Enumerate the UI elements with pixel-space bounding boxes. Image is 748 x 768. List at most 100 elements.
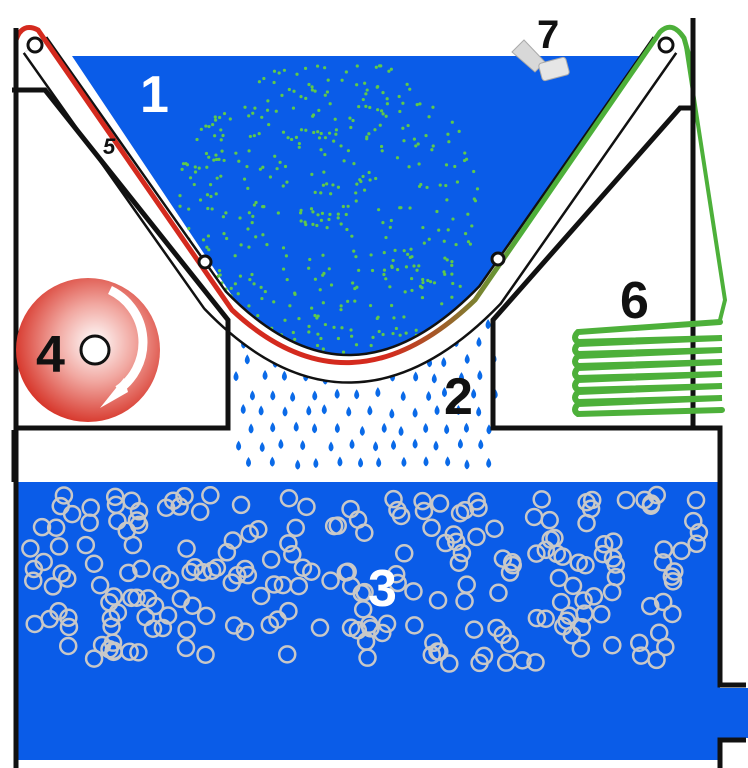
particle (382, 268, 387, 272)
bubble (574, 591, 593, 610)
particle (250, 272, 254, 277)
bubble (43, 577, 63, 596)
bubble (120, 642, 139, 661)
particle (224, 211, 228, 215)
bubble (386, 565, 406, 584)
particle (431, 105, 435, 109)
particle (290, 137, 294, 142)
bubble (641, 596, 660, 616)
bubble (80, 513, 99, 532)
particle (307, 82, 311, 87)
particle (294, 135, 299, 140)
particle (205, 165, 209, 169)
water-drop (476, 336, 482, 347)
particle (322, 170, 326, 174)
coil-tube (572, 319, 725, 418)
particle (192, 182, 196, 187)
bubble (493, 549, 513, 568)
particle (444, 183, 448, 188)
bubble (592, 604, 611, 624)
particle (204, 124, 208, 128)
particle (313, 89, 317, 93)
particle (252, 282, 256, 286)
particle (341, 350, 346, 354)
filter-belt (13, 24, 696, 400)
particle (299, 208, 303, 212)
particle (263, 289, 267, 294)
particle (247, 211, 251, 215)
bubble (603, 636, 622, 655)
particle (422, 241, 426, 245)
particle (198, 198, 203, 202)
particle (219, 174, 223, 178)
water-drop (485, 319, 491, 330)
particle (312, 130, 316, 135)
particle (313, 190, 317, 195)
particle (339, 308, 343, 312)
bubble (470, 653, 489, 673)
particle (307, 324, 311, 328)
particle (221, 215, 225, 219)
bubble (177, 539, 196, 558)
bubble (663, 572, 683, 591)
particle (213, 134, 217, 138)
label-5: 5 (103, 134, 116, 159)
particle (369, 253, 373, 257)
particle (340, 78, 344, 82)
bubble (46, 518, 66, 538)
water-drop (300, 440, 306, 451)
particle (364, 92, 368, 96)
particle (336, 212, 340, 216)
particle (357, 104, 361, 109)
particle (378, 123, 382, 127)
particle (414, 144, 418, 148)
particle (390, 264, 394, 268)
particle (218, 115, 222, 120)
particle (450, 272, 454, 276)
particle (207, 124, 211, 129)
water-drop (486, 424, 492, 435)
water-drop (321, 404, 327, 415)
particle (323, 93, 327, 97)
particle (212, 158, 216, 162)
water-drop (359, 425, 365, 436)
particle (206, 234, 211, 238)
belt-return-green (683, 39, 728, 321)
water-drop (346, 406, 352, 417)
particle (246, 186, 250, 190)
water-drop (328, 441, 334, 452)
bubble (355, 523, 374, 543)
particle (210, 207, 214, 211)
particle (257, 132, 261, 136)
water-drop (486, 457, 492, 468)
particle (234, 151, 238, 155)
particle (286, 136, 290, 140)
particle (261, 165, 265, 169)
bubble (100, 640, 119, 659)
particle (403, 290, 407, 294)
particle (208, 183, 213, 187)
particle (390, 303, 394, 308)
particle (382, 250, 386, 255)
particle (237, 159, 241, 163)
particle (416, 142, 420, 146)
drum-axle (79, 334, 111, 366)
water-drop (381, 422, 387, 433)
bubble (467, 527, 486, 547)
bubble (455, 591, 474, 611)
particle (355, 83, 359, 87)
particle (245, 164, 249, 169)
particle (430, 148, 434, 152)
particle (205, 193, 210, 197)
particle (425, 185, 429, 190)
particle (392, 316, 396, 320)
housing-outline (11, 18, 746, 768)
particle (450, 295, 454, 299)
bubble (551, 592, 571, 612)
particle (408, 206, 412, 210)
water-drop (367, 405, 373, 416)
particle (297, 141, 302, 146)
particle (417, 264, 421, 268)
water-drop (400, 390, 406, 401)
particle (317, 136, 322, 140)
